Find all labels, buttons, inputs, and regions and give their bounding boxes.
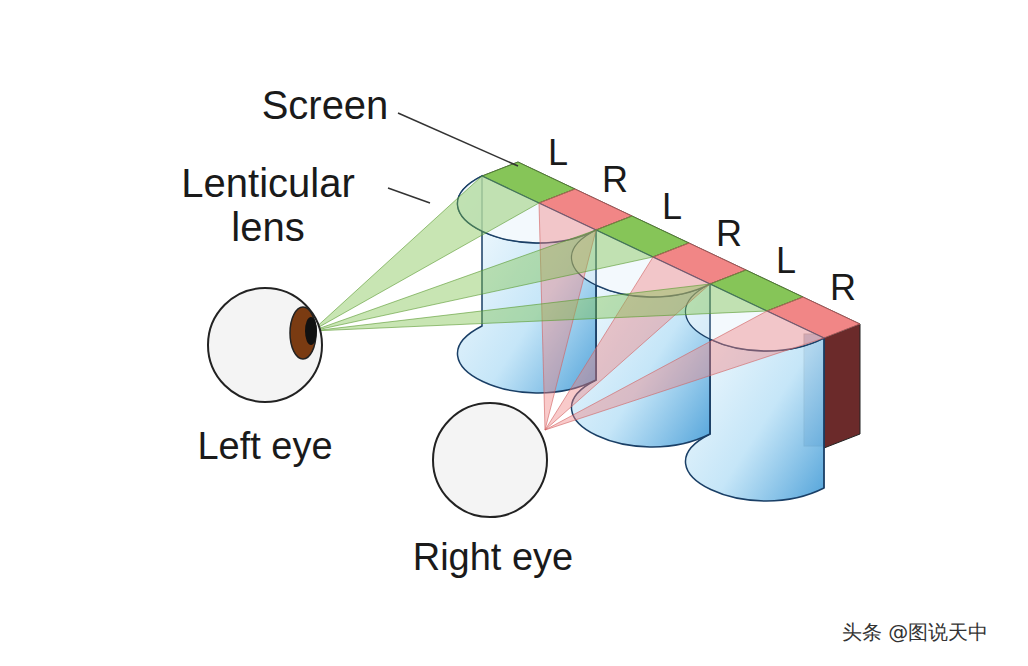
left-pupil — [305, 317, 317, 345]
lens-edge — [823, 338, 824, 488]
left-eyeball — [208, 288, 322, 402]
light-cone — [545, 297, 860, 430]
strip-letter: R — [830, 268, 856, 308]
part-label: Screen — [262, 83, 389, 127]
strip-letter: R — [716, 214, 742, 254]
part-label: Lenticular lens — [148, 161, 388, 249]
leader-line — [388, 188, 430, 203]
strip-letter: R — [602, 160, 628, 200]
strip-letter: L — [548, 133, 568, 173]
leader-line — [398, 113, 518, 166]
part-label: Right eye — [413, 537, 574, 579]
left-iris — [290, 307, 316, 359]
watermark: 头条 @图说天中 — [842, 621, 988, 643]
light-cone — [545, 243, 746, 430]
right-eyeball — [433, 403, 547, 517]
part-label: Left eye — [197, 426, 332, 468]
screen-side — [824, 324, 860, 448]
light-cone — [312, 270, 803, 331]
strip-letter: L — [776, 241, 796, 281]
strip-letter: L — [662, 187, 682, 227]
